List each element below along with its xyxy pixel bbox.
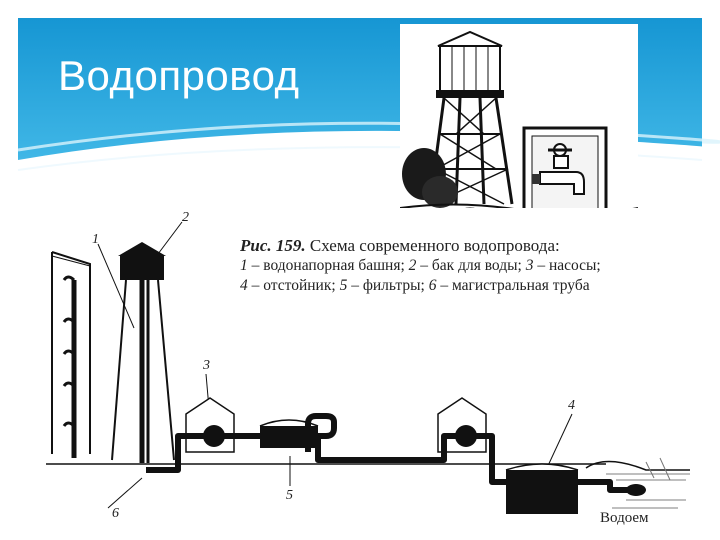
label-5: 5 <box>286 488 293 503</box>
slide-title: Водопровод <box>58 52 300 99</box>
water-supply-diagram <box>46 208 690 540</box>
legend-text: – бак для воды; <box>416 257 526 274</box>
label-4: 4 <box>568 398 575 413</box>
water-tower-illustration <box>400 24 638 222</box>
legend-num: 4 <box>240 277 248 294</box>
legend-num: 5 <box>339 277 348 294</box>
legend-text: – отстойник; <box>247 277 340 294</box>
label-2: 2 <box>182 210 189 225</box>
legend-text: – фильтры; <box>347 277 429 294</box>
legend-num: 3 <box>525 257 534 274</box>
legend-num: 1 <box>240 257 248 274</box>
caption-title: Схема современного водопровода: <box>305 236 560 255</box>
label-3: 3 <box>203 358 210 373</box>
waterbody-label: Водоем <box>600 510 649 526</box>
legend-num: 6 <box>428 277 437 294</box>
legend-text: – насосы; <box>533 257 601 274</box>
label-6: 6 <box>112 506 119 521</box>
label-1: 1 <box>92 232 99 247</box>
legend-text: – водонапорная башня; <box>247 257 409 274</box>
caption-ref: Рис. 159. <box>240 236 306 255</box>
legend-text: – магистральная труба <box>436 277 590 294</box>
figure-caption: Рис. 159. Схема современного водопровода… <box>240 236 680 296</box>
legend-num: 2 <box>408 257 417 274</box>
